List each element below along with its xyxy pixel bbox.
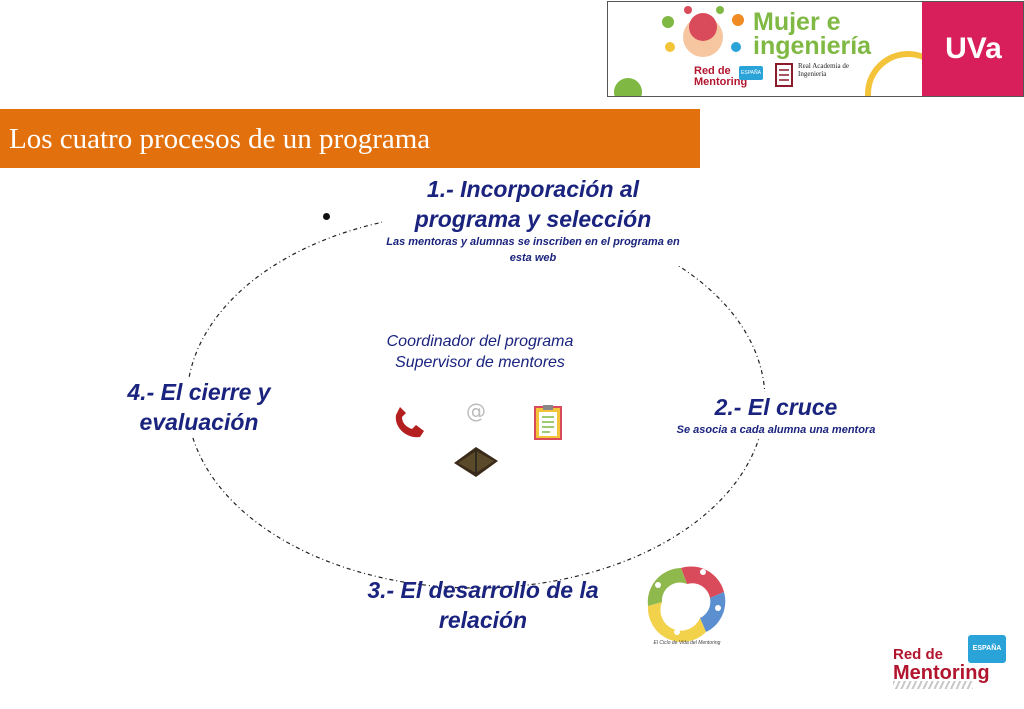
stage-1-subtitle: Las mentoras y alumnas se inscriben en e… bbox=[386, 236, 680, 264]
stage-3: 3.- El desarrollo de la relación bbox=[352, 575, 614, 635]
book-icon bbox=[454, 447, 498, 477]
stage-2: 2.- El cruce Se asocia a cada alumna una… bbox=[648, 392, 904, 438]
stage-1: 1.- Incorporación al programa y selecció… bbox=[382, 174, 684, 266]
clipboard-icon bbox=[534, 405, 562, 440]
coordinator-text: Coordinador del programa Supervisor de m… bbox=[350, 331, 610, 373]
red-mentoring-logo: Red de Mentoring bbox=[893, 646, 990, 684]
banner-academia: Real Academia de Ingeniería bbox=[798, 62, 849, 78]
uva-logo: UVa bbox=[922, 2, 1023, 96]
stage-4-title: 4.- El cierre y evaluación bbox=[127, 379, 271, 435]
logo-stripes bbox=[893, 681, 973, 689]
title-bar bbox=[0, 109, 700, 168]
svg-text:@: @ bbox=[466, 399, 486, 423]
banner-espana-badge: ESPAÑA bbox=[739, 66, 763, 80]
email-at-icon: @ bbox=[466, 399, 486, 423]
cycle-caption: El Ciclo de Vida del Mentoring bbox=[653, 640, 721, 646]
stage-2-subtitle: Se asocia a cada alumna una mentora bbox=[676, 424, 876, 436]
banner-red-mentoring: Red de Mentoring bbox=[694, 65, 748, 88]
stage-3-title: 3.- El desarrollo de la relación bbox=[367, 577, 599, 633]
coordinator-line-2: Supervisor de mentores bbox=[395, 354, 565, 371]
slide-title: Los cuatro procesos de un programa bbox=[9, 123, 431, 155]
bullet-dot bbox=[323, 213, 330, 220]
header-banner: Mujer e ingeniería Red de Mentoring ESPA… bbox=[607, 1, 1024, 97]
logo-line-1: Red de bbox=[893, 646, 944, 663]
stage-1-title: 1.- Incorporación al programa y selecció… bbox=[414, 176, 652, 232]
stage-4: 4.- El cierre y evaluación bbox=[110, 377, 288, 437]
stage-2-title: 2.- El cruce bbox=[714, 394, 838, 420]
coordinator-line-1: Coordinador del programa bbox=[386, 333, 574, 350]
banner-title: Mujer e ingeniería bbox=[753, 8, 872, 60]
academia-crest-icon bbox=[775, 63, 793, 87]
logo-line-2: Mentoring bbox=[893, 662, 990, 684]
espana-badge: ESPAÑA bbox=[968, 635, 1006, 663]
banner-decor bbox=[614, 6, 951, 96]
uva-logo-text: UVa bbox=[945, 32, 1002, 65]
telephone-icon bbox=[395, 407, 424, 438]
mentoring-cycle-icon bbox=[647, 566, 726, 642]
banner-graphic: Mujer e ingeniería Red de Mentoring ESPA… bbox=[608, 2, 951, 96]
